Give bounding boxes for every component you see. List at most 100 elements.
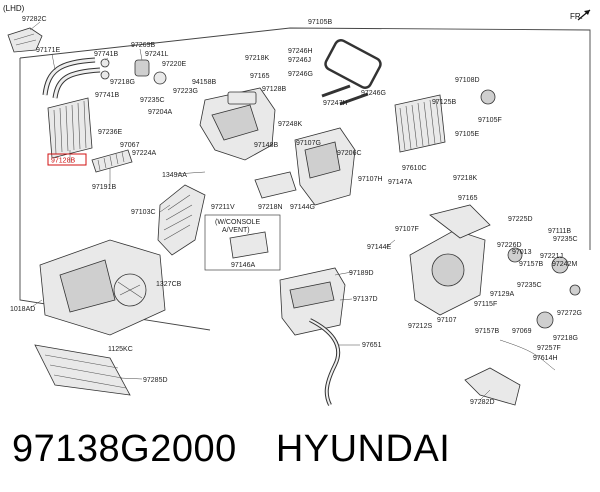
part-label-97013[interactable]: 97013 — [512, 249, 532, 256]
part-label-97171e[interactable]: 97171E — [36, 47, 60, 54]
part-label-97218n[interactable]: 97218N — [258, 204, 283, 211]
part-label-97137d[interactable]: 97137D — [353, 296, 378, 303]
highlight-box — [47, 153, 87, 166]
part-label-97246h[interactable]: 97246H — [288, 48, 313, 55]
part-label-97242m[interactable]: 97242M — [552, 261, 577, 268]
part-label-97157b[interactable]: 97157B — [519, 261, 543, 268]
part-label-97128b-2[interactable]: 97128B — [262, 86, 286, 93]
housing-center — [294, 127, 356, 206]
actuator-97226d — [507, 247, 523, 263]
part-label-97144e[interactable]: 97144E — [367, 244, 391, 251]
part-label-97241l[interactable]: 97241L — [145, 51, 168, 58]
part-label-97165-2[interactable]: 97165 — [458, 195, 478, 202]
part-label-97107h[interactable]: 97107H — [358, 176, 383, 183]
part-label-97103c[interactable]: 97103C — [131, 209, 156, 216]
part-label-97246g[interactable]: 97246G — [288, 71, 313, 78]
part-label-1125kc[interactable]: 1125KC — [108, 346, 133, 353]
caption: 97138G2000 HYUNDAI — [12, 428, 592, 478]
caption-brand: HYUNDAI — [275, 428, 451, 470]
part-label-97105e[interactable]: 97105E — [455, 131, 479, 138]
cabin-air-filter — [394, 94, 446, 153]
part-label-97651[interactable]: 97651 — [362, 342, 382, 349]
part-label-1327cb[interactable]: 1327CB — [156, 281, 182, 288]
part-label-97204a[interactable]: 97204A — [148, 109, 172, 116]
part-label-97614h[interactable]: 97614H — [533, 355, 558, 362]
assembly-frame — [19, 27, 591, 250]
part-label-97206c[interactable]: 97206C — [337, 150, 362, 157]
bracket-97282c — [7, 27, 43, 53]
part-label-97157b-2[interactable]: 97157B — [475, 328, 499, 335]
part-label-97165[interactable]: 97165 — [250, 73, 270, 80]
assembly-frame-lower — [19, 58, 211, 331]
part-label-97226d[interactable]: 97226D — [497, 242, 522, 249]
part-label-97105b[interactable]: 97105B — [308, 19, 332, 26]
part-label-97269b[interactable]: 97269B — [131, 42, 155, 49]
part-label-97235c-2[interactable]: 97235C — [553, 236, 578, 243]
part-label-97741b-2[interactable]: 97741B — [95, 92, 119, 99]
part-label-1018ad[interactable]: 1018AD — [10, 306, 35, 313]
part-label-97235c-3[interactable]: 97235C — [517, 282, 542, 289]
part-label-97108d[interactable]: 97108D — [455, 77, 480, 84]
gasket-97246 — [324, 39, 382, 89]
part-label-97282d[interactable]: 97282D — [470, 399, 495, 406]
actuator-97272g — [536, 311, 554, 329]
actuator-97269b — [134, 59, 150, 77]
console-vent-box — [204, 214, 281, 271]
part-label-97285d[interactable]: 97285D — [143, 377, 168, 384]
part-label-97148b[interactable]: 97148B — [254, 142, 278, 149]
seal-97741b — [100, 58, 110, 68]
part-label-97235c[interactable]: 97235C — [140, 97, 165, 104]
part-label-97610c[interactable]: 97610C — [402, 165, 427, 172]
part-label-97105f[interactable]: 97105F — [478, 117, 502, 124]
part-label-1349aa[interactable]: 1349AA — [162, 172, 187, 179]
part-label-97107f[interactable]: 97107F — [395, 226, 419, 233]
pipes-97171e — [42, 57, 101, 99]
variant-label: (LHD) — [3, 4, 25, 13]
part-label-97129a[interactable]: 97129A — [490, 291, 514, 298]
part-label-97191b[interactable]: 97191B — [92, 184, 116, 191]
actuator-97108d — [480, 89, 496, 105]
part-label-97220e[interactable]: 97220E — [162, 61, 186, 68]
part-label-97225d[interactable]: 97225D — [508, 216, 533, 223]
part-label-97236e[interactable]: 97236E — [98, 129, 122, 136]
part-label-97147a[interactable]: 97147A — [388, 179, 412, 186]
part-label-97247h[interactable]: 97247H — [323, 100, 348, 107]
part-label-97144g[interactable]: 97144G — [290, 204, 315, 211]
part-label-97218k[interactable]: 97218K — [245, 55, 269, 62]
lower-cover-97285d — [34, 344, 131, 396]
drain-hose-97651 — [309, 318, 341, 406]
part-label-97125b[interactable]: 97125B — [432, 99, 456, 106]
part-label-97107[interactable]: 97107 — [437, 317, 457, 324]
part-label-97189d[interactable]: 97189D — [349, 270, 374, 277]
part-label-97146a[interactable]: 97146A — [231, 262, 255, 269]
part-label-97069[interactable]: 97069 — [512, 328, 532, 335]
sensor-97191b — [91, 149, 133, 173]
part-label-97223g[interactable]: 97223G — [173, 88, 198, 95]
part-label-97218k-2[interactable]: 97218K — [453, 175, 477, 182]
actuator-97220e — [153, 71, 167, 85]
part-label-97218g-2[interactable]: 97218G — [553, 335, 578, 342]
part-label-97246g-2[interactable]: 97246G — [361, 90, 386, 97]
note-line-2: A/VENT) — [222, 227, 250, 234]
part-label-97115f[interactable]: 97115F — [474, 301, 497, 308]
part-label-97111b[interactable]: 97111B — [548, 228, 571, 235]
note-line-1: (W/CONSOLE — [215, 219, 260, 226]
part-label-97212s[interactable]: 97212S — [408, 323, 432, 330]
part-label-97218g[interactable]: 97218G — [110, 79, 135, 86]
part-label-94158b[interactable]: 94158B — [192, 79, 216, 86]
part-label-97128b[interactable]: 97128B — [51, 158, 75, 165]
direction-label: FR. — [570, 12, 583, 21]
part-label-97221j[interactable]: 97221J — [540, 253, 563, 260]
heater-core — [47, 97, 93, 159]
part-label-97246j[interactable]: 97246J — [288, 57, 311, 64]
part-label-97282c[interactable]: 97282C — [22, 16, 47, 23]
duct-97282d — [464, 367, 521, 406]
part-label-97224a[interactable]: 97224A — [132, 150, 156, 157]
part-label-97211v[interactable]: 97211V — [211, 204, 235, 211]
part-label-97067[interactable]: 97067 — [120, 142, 140, 149]
part-label-97248k[interactable]: 97248K — [278, 121, 302, 128]
part-label-97741b[interactable]: 97741B — [94, 51, 118, 58]
part-label-97272g[interactable]: 97272G — [557, 310, 582, 317]
part-label-97257f[interactable]: 97257F — [537, 345, 561, 352]
part-label-97107g[interactable]: 97107G — [296, 140, 321, 147]
